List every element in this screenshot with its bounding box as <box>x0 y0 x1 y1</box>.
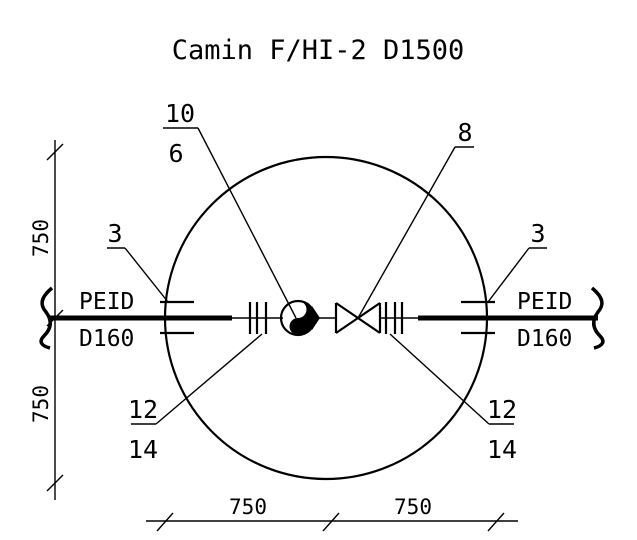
dim-horizontal-left: 750 <box>229 495 267 519</box>
callout-right-coupling-bottom: 14 <box>487 435 517 464</box>
callout-right-coupling-top: 12 <box>487 395 517 424</box>
dim-vertical-lower: 750 <box>29 385 53 423</box>
right-break-symbol <box>590 286 605 350</box>
dim-horizontal-right: 750 <box>394 495 432 519</box>
callout-left-pipe-leader <box>124 247 169 303</box>
horizontal-dimension <box>146 512 518 532</box>
vertical-dimension <box>46 140 64 500</box>
callout-valve-top: 10 <box>165 99 195 128</box>
callout-valve-bottom: 6 <box>168 139 183 168</box>
callout-left-coupling-top: 12 <box>128 395 158 424</box>
callout-right-coupling-leader <box>389 333 490 425</box>
right-pipe-diameter: D160 <box>517 326 572 352</box>
callout-left-pipe: 3 <box>107 219 122 248</box>
drawing-title: Camin F/HI-2 D1500 <box>172 35 465 66</box>
callout-valve-leader <box>197 127 297 319</box>
callout-left-coupling-leader <box>155 333 263 425</box>
callout-left-coupling-bottom: 14 <box>128 435 158 464</box>
valve-symbol <box>279 299 320 337</box>
left-break-symbol <box>39 286 54 350</box>
right-pipe-material: PEID <box>517 289 572 315</box>
left-pipe-material: PEID <box>79 289 134 315</box>
callout-gate-leader <box>357 146 456 319</box>
right-coupling-symbol <box>384 302 404 334</box>
callout-gate: 8 <box>457 118 472 147</box>
left-pipe-diameter: D160 <box>79 326 134 352</box>
callout-right-pipe-leader <box>487 247 530 303</box>
callout-right-pipe: 3 <box>530 219 545 248</box>
left-coupling-symbol <box>248 302 268 334</box>
dim-vertical-upper: 750 <box>29 219 53 257</box>
